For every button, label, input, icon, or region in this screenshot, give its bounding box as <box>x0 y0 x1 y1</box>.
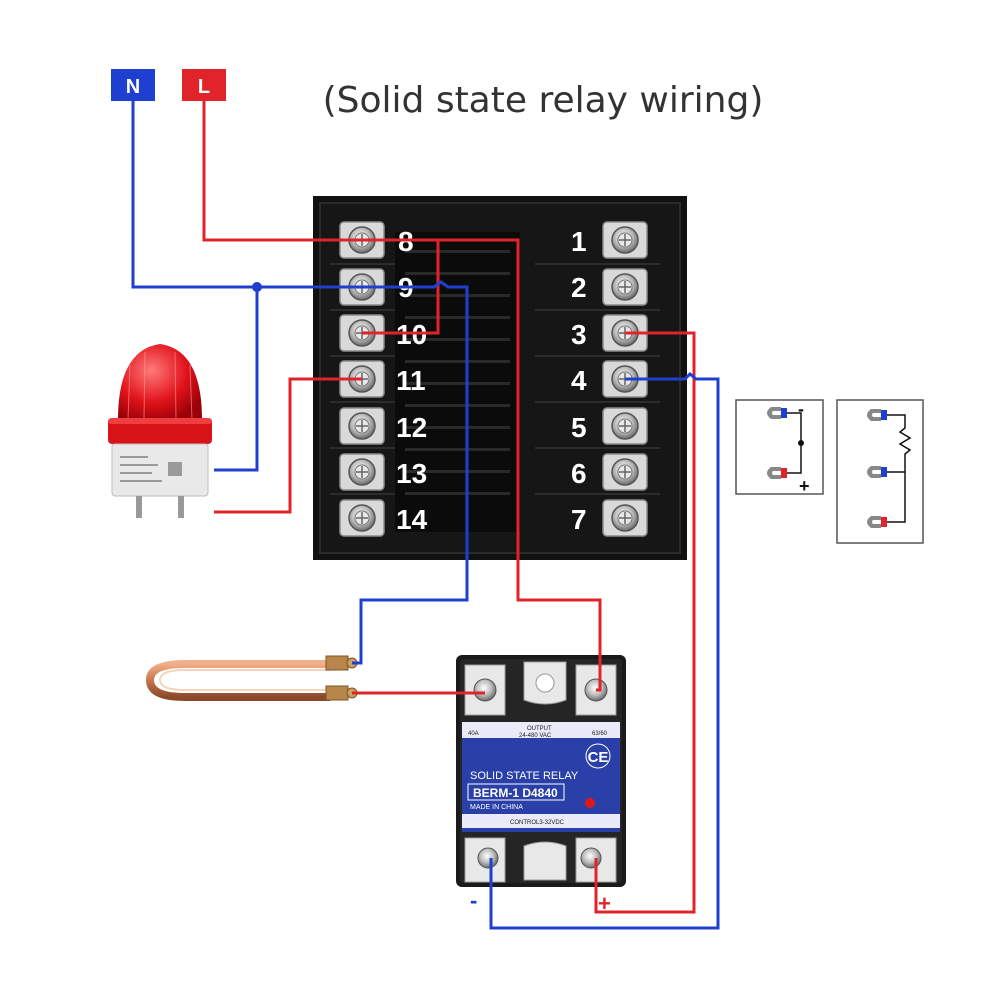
terminal-label-14: 14 <box>396 504 428 535</box>
ssr-label-panel <box>462 722 620 832</box>
legend-resistor-input <box>836 399 924 544</box>
svg-text:24-480 VAC: 24-480 VAC <box>519 733 552 739</box>
terminal-label-5: 5 <box>571 412 587 443</box>
resistor-icon <box>887 414 912 523</box>
screw-terminal-icon <box>602 453 648 491</box>
solid-state-relay: 40A OUTPUT 24-480 VAC 63/60 CE SOLID STA… <box>456 655 626 887</box>
svg-text:N: N <box>126 76 140 98</box>
terminal-label-4: 4 <box>571 365 587 396</box>
controller-vents <box>395 232 520 532</box>
ce-mark: CE <box>588 749 609 766</box>
heating-element-icon <box>145 655 358 701</box>
svg-text:OUTPUT: OUTPUT <box>527 726 552 732</box>
screw-terminal-icon <box>339 407 385 445</box>
svg-text:+: + <box>799 476 810 496</box>
terminal-label-3: 3 <box>571 319 587 350</box>
legend-voltage-input: - + <box>735 399 824 496</box>
screw-terminal-icon <box>602 407 648 445</box>
screw-terminal-icon <box>339 453 385 491</box>
ssr-minus-label: - <box>470 888 477 913</box>
terminal-label-13: 13 <box>396 458 427 489</box>
screw-terminal-icon <box>602 268 648 306</box>
screw-terminal-icon <box>339 499 385 537</box>
svg-text:L: L <box>198 76 210 98</box>
ssr-indicator-led <box>585 798 595 808</box>
page-title: (Solid state relay wiring) <box>323 80 764 121</box>
ssr-model: BERM-1 D4840 <box>473 786 558 800</box>
terminal-label-7: 7 <box>571 504 587 535</box>
terminal-label-12: 12 <box>396 412 427 443</box>
ssr-origin: MADE IN CHINA <box>470 804 523 811</box>
wiring <box>131 101 720 930</box>
ssr-plus-label: + <box>598 891 611 916</box>
terminal-label-2: 2 <box>571 272 587 303</box>
svg-text:40A: 40A <box>468 731 479 737</box>
svg-text:CONTROL3-32VDC: CONTROL3-32VDC <box>510 820 565 826</box>
screw-terminal-icon <box>602 221 648 259</box>
svg-text:63/60: 63/60 <box>592 731 608 737</box>
terminal-label-11: 11 <box>396 365 426 396</box>
svg-text:-: - <box>798 399 804 419</box>
terminal-label-6: 6 <box>571 458 587 489</box>
ssr-product-name: SOLID STATE RELAY <box>470 770 579 782</box>
terminal-label-1: 1 <box>571 226 587 257</box>
neutral-label: N <box>111 69 155 101</box>
screw-terminal-icon <box>602 499 648 537</box>
line-label: L <box>182 69 226 101</box>
alarm-beacon-icon <box>108 344 212 518</box>
